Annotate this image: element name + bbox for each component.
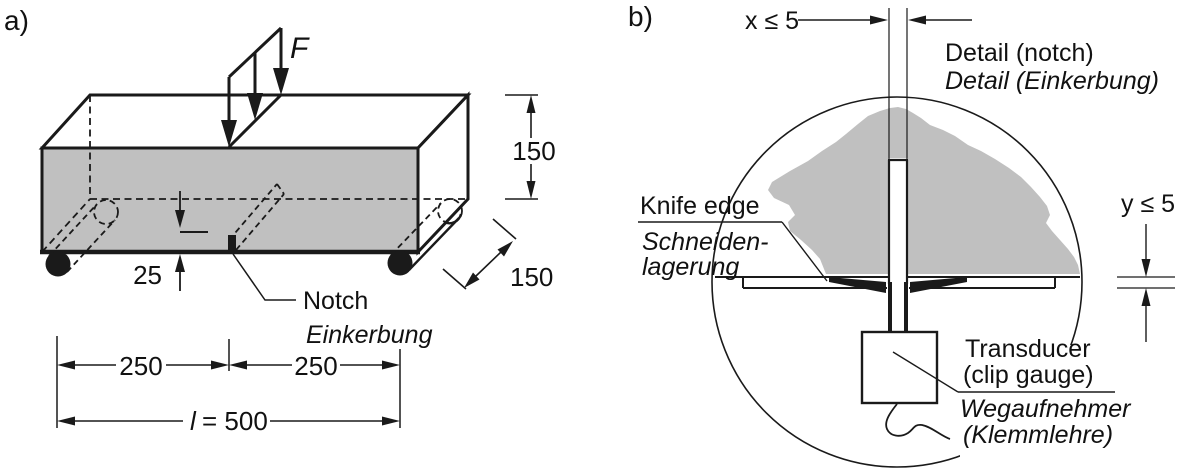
detail-circle (711, 96, 1083, 468)
up-arrowhead-icon (526, 95, 536, 113)
span-dimensions: 250 250 l = 500 (56, 336, 401, 436)
transducer-box (860, 330, 939, 405)
right-arrowhead-icon (382, 360, 400, 370)
notch-depth-value: 25 (133, 260, 162, 290)
right-half-span-value: 250 (294, 351, 337, 381)
left-roller-hidden-cylinder (48, 199, 119, 273)
transducer-label-en-2: (clip gauge) (963, 361, 1094, 389)
knife-edge-label-en: Knife edge (640, 192, 760, 220)
knife-gap-dimension: y ≤ 5 (1117, 190, 1175, 342)
transducer-cable (885, 403, 951, 440)
transducer-leader (892, 351, 959, 393)
force-arrowhead-icon (221, 120, 237, 147)
right-arrowhead-icon (382, 416, 400, 426)
figure-a-beam-drawing: 25 F 150 (4, 5, 556, 436)
knife-edge-leader (781, 221, 828, 282)
knife-edge-label-group: Knife edge Schneiden- lagerung (638, 192, 828, 282)
force-label: F (290, 32, 310, 65)
notch-width-value: x ≤ 5 (745, 7, 799, 35)
right-arrowhead-icon (211, 360, 229, 370)
notch-plane-hidden (228, 183, 285, 251)
notch-slot-outline (887, 158, 909, 290)
notch-leader-line (232, 253, 296, 301)
up-arrowhead-icon (175, 254, 185, 272)
left-arrowhead-icon (908, 15, 926, 25)
knife-edge-label-de-2: lagerung (642, 253, 739, 281)
notch-label-group: Notch Einkerbung (232, 253, 433, 349)
span-value: = 500 (202, 406, 268, 436)
span-symbol: l (190, 406, 197, 436)
right-roller-support (387, 250, 413, 276)
force-arrowhead-icon (247, 93, 263, 120)
notch-slot (888, 158, 908, 291)
specimen-cross-section (768, 107, 1080, 274)
detail-title-de: Detail (Einkerbung) (945, 67, 1159, 95)
force-arrowhead-icon (273, 68, 289, 95)
height-value: 150 (512, 136, 555, 166)
notch-mark (228, 235, 236, 252)
figure-b-detail-drawing: x ≤ 5 y ≤ 5 (628, 1, 1175, 469)
left-half-span-value: 250 (119, 351, 162, 381)
notch-depth-dimension: 25 (133, 191, 208, 291)
diagonal-arrowhead-icon (497, 241, 513, 257)
transducer-label-en-1: Transducer (965, 335, 1091, 363)
beam-hidden-edges (41, 95, 468, 253)
transducer-label-group: Transducer (clip gauge) Wegaufnehmer (Kl… (892, 335, 1132, 449)
diagonal-arrowhead-icon (464, 272, 480, 288)
depth-value: 150 (510, 262, 553, 292)
down-arrowhead-icon (175, 210, 185, 228)
knife-edge-label-de-1: Schneiden- (642, 228, 768, 256)
right-knife-edge (910, 277, 967, 293)
notch-label-en: Notch (303, 287, 368, 315)
left-roller-support (45, 251, 71, 277)
force-arrows: F (221, 26, 310, 149)
up-arrowhead-icon (1141, 288, 1151, 306)
stem-body (887, 284, 909, 332)
down-arrowhead-icon (1141, 259, 1151, 277)
height-dimension: 150 (505, 94, 556, 200)
right-roller-cylinder (390, 198, 463, 271)
left-arrowhead-icon (57, 416, 75, 426)
transducer-label-de-2: (Klemmlehre) (963, 421, 1113, 449)
detail-title-en: Detail (notch) (945, 39, 1094, 67)
notch-label-de: Einkerbung (306, 321, 433, 349)
left-arrowhead-icon (229, 360, 247, 370)
down-arrowhead-icon (526, 181, 536, 199)
figure-b-label: b) (628, 1, 653, 32)
left-knife-edge (829, 277, 886, 293)
circle-gap-mask (960, 345, 1142, 469)
notch-width-dimension: x ≤ 5 (745, 7, 972, 159)
figure-a-label: a) (4, 5, 29, 36)
transducer-label-de-1: Wegaufnehmer (960, 395, 1132, 423)
knife-gap-value: y ≤ 5 (1121, 190, 1175, 218)
depth-dimension: 150 (442, 218, 553, 292)
right-arrowhead-icon (870, 15, 888, 25)
left-arrowhead-icon (57, 360, 75, 370)
